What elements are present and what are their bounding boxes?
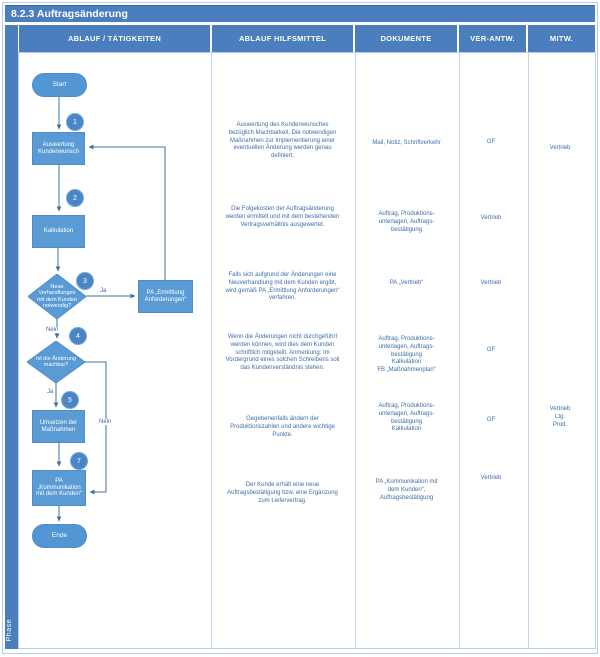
cell-verantw-row1: GF xyxy=(486,139,496,145)
col-header-taetigkeiten: ABLAUF / TÄTIGKEITEN xyxy=(19,25,210,52)
flow-box-umsetzen-massnahmen: Umsetzen der Maßnahmen xyxy=(32,410,85,443)
cell-dokumente-row1: Mail, Notiz, Schriftverkehr xyxy=(372,140,441,146)
edge-label-ja-down: Ja xyxy=(46,389,55,395)
step-number-5: 5 xyxy=(61,391,79,409)
column-separator xyxy=(459,53,460,648)
cell-dokumente-row6: PA „Kommunikation mit dem Kunden“, Auftr… xyxy=(375,479,438,501)
cell-dokumente-row3: PA „Vertrieb“ xyxy=(389,280,424,286)
flow-box-auswertung-kundenwunsch: Auswertung Kundenwunsch xyxy=(32,132,85,165)
col-header-mitw: MITW. xyxy=(528,25,595,52)
column-separator xyxy=(355,53,356,648)
cell-hilfsmittel-row4: Wenn die Änderungen nicht durchgeführt w… xyxy=(225,334,340,372)
page-title: 8.2.3 Auftragsänderung xyxy=(5,5,595,22)
cell-hilfsmittel-row3: Falls sich aufgrund der Änderungen eine … xyxy=(225,272,340,302)
col-header-dokumente: DOKUMENTE xyxy=(355,25,457,52)
step-number-1: 1 xyxy=(66,113,84,131)
cell-verantw-row5: GF xyxy=(486,417,496,423)
cell-hilfsmittel-row2: Die Folgekosten der Auftragsänderung wer… xyxy=(225,206,340,228)
step-number-2: 2 xyxy=(66,189,84,207)
table-body xyxy=(18,52,596,649)
flow-start-terminator: Start xyxy=(32,73,87,97)
cell-dokumente-row5: Auftrag, Produktions- unterlagen, Auftra… xyxy=(378,403,435,433)
cell-mitw-row1: Vertrieb xyxy=(549,145,571,151)
edge-label-nein-down: Nein xyxy=(45,327,60,333)
cell-verantw-row2: Vertrieb xyxy=(480,215,502,221)
cell-hilfsmittel-row5: Gegebenenfalls ändern der Produktionszah… xyxy=(230,416,335,438)
diamond-label: Ist die Änderung machbar? xyxy=(35,355,77,368)
col-header-verantw: VER-ANTW. xyxy=(459,25,526,52)
column-separator xyxy=(211,53,212,648)
flow-box-pa-kommunikation-kunden: PA „Kommunikation mit dem Kunden“ xyxy=(32,470,86,506)
column-separator xyxy=(528,53,529,648)
cell-verantw-row4: GF xyxy=(486,347,496,353)
step-number-3: 3 xyxy=(76,272,94,290)
cell-verantw-row6: Vertrieb xyxy=(480,475,502,481)
step-number-4: 4 xyxy=(69,327,87,345)
col-header-hilfsmittel: ABLAUF HILFSMITTEL xyxy=(212,25,353,52)
flow-diamond-neue-verhandlungen: Neue Verhandlungen mit dem Kunden notwen… xyxy=(27,273,87,320)
step-number-7: 7 xyxy=(70,452,88,470)
cell-dokumente-row4: Auftrag, Produktions- unterlagen, Auftra… xyxy=(377,336,436,374)
phase-strip: Phase xyxy=(5,25,18,649)
diamond-label: Neue Verhandlungen mit dem Kunden notwen… xyxy=(36,283,78,309)
cell-mitw-row5: Vertrieb Ltg. Prod. xyxy=(549,406,571,428)
cell-dokumente-row2: Auftrag, Produktions- unterlagen, Auftra… xyxy=(378,211,435,233)
flow-box-kalkulation: Kalkulation xyxy=(32,215,85,248)
flow-diamond-aenderung-machbar: Ist die Änderung machbar? xyxy=(26,340,86,384)
flow-end-terminator: Ende xyxy=(32,524,87,548)
edge-label-nein-right: Nein xyxy=(98,419,113,425)
cell-verantw-row3: Vertrieb xyxy=(480,280,502,286)
cell-hilfsmittel-row6: Der Kunde erhält eine neue Auftragsbestä… xyxy=(227,482,338,504)
cell-hilfsmittel-row1: Auswertung des Kundenwunsches bezüglich … xyxy=(228,122,337,160)
flow-box-pa-ermittlung-anforderungen: PA „Ermittlung Anforderungen“ xyxy=(138,280,193,313)
edge-label-ja-right: Ja xyxy=(99,288,108,294)
